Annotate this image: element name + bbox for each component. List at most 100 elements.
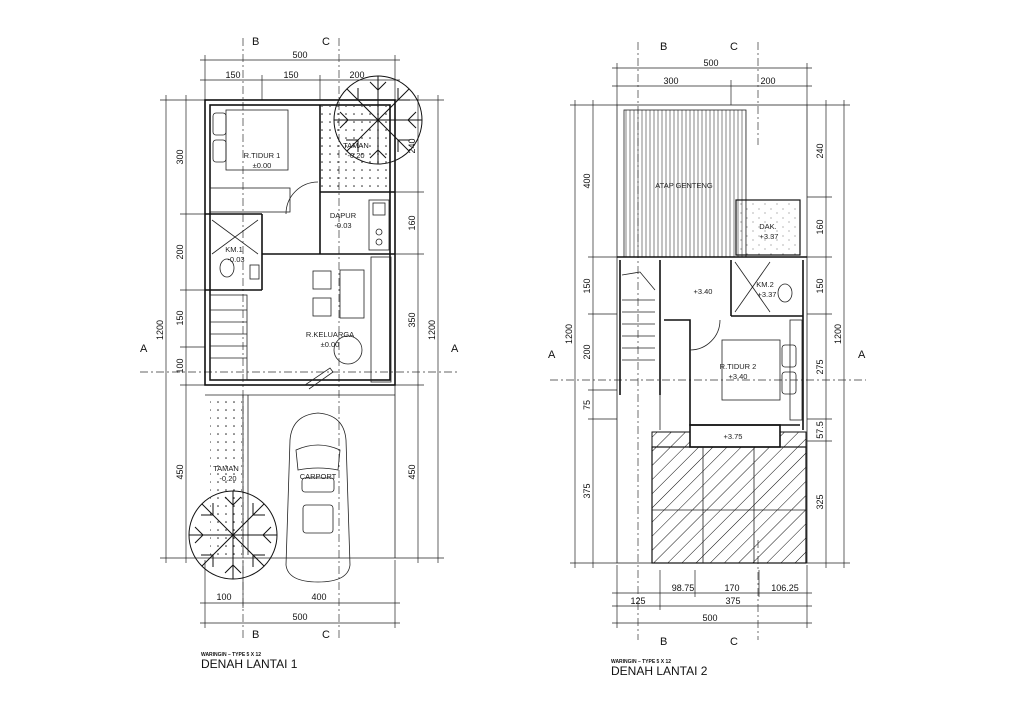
- dim: 200: [175, 244, 185, 259]
- dim: 1200: [833, 324, 843, 344]
- section-mark: A: [858, 349, 866, 361]
- dim: 500: [292, 612, 307, 622]
- dim: 1200: [564, 324, 574, 344]
- dim: 98.75: [672, 583, 695, 593]
- kitchen-counter: [368, 199, 390, 251]
- plan-subtitle: WARINGIN – TYPE 5 X 12: [611, 659, 671, 665]
- dim: 300: [663, 76, 678, 86]
- bed-1: [225, 109, 289, 171]
- dim: 400: [582, 173, 592, 188]
- dim: 100: [216, 592, 231, 602]
- stairs-1: [209, 294, 248, 381]
- dim: 150: [225, 70, 240, 80]
- room-level: +3.75: [724, 432, 743, 441]
- dimension-texts: 500 300 200 98.75 170 106.25 125 375 500…: [564, 58, 843, 623]
- facade-roof: [651, 446, 807, 564]
- room-name: DAK.: [759, 222, 777, 231]
- dim: 500: [702, 613, 717, 623]
- room-level: -0.03: [334, 221, 351, 230]
- dim: 375: [725, 596, 740, 606]
- section-mark: C: [730, 41, 738, 53]
- plan-lantai-1: R.TIDUR 1 ±0.00 TAMAN -0.20 DAPUR -0.03 …: [140, 36, 460, 671]
- section-mark: C: [730, 636, 738, 648]
- section-axes: [140, 38, 460, 640]
- room-level: ±0.00: [321, 340, 340, 349]
- room-labels: ATAP GENTENG DAK. +3.37 +3.40 KM.2 +3.37…: [655, 181, 778, 441]
- plan-subtitle: WARINGIN – TYPE 5 X 12: [201, 652, 261, 658]
- plan-title: DENAH LANTAI 2: [611, 664, 708, 678]
- section-mark: A: [140, 343, 148, 355]
- section-mark: C: [322, 629, 330, 641]
- dim: 150: [175, 310, 185, 325]
- facade-roof: [779, 431, 807, 448]
- room-level: -0.03: [227, 255, 244, 264]
- room-level: +3.40: [694, 287, 713, 296]
- dim: 240: [407, 138, 417, 153]
- table: [333, 335, 363, 365]
- section-marks: B C B C A A: [140, 36, 459, 641]
- dim: 375: [582, 483, 592, 498]
- dim: 160: [815, 219, 825, 234]
- furniture: [209, 109, 392, 390]
- room-level: -0.20: [347, 151, 364, 160]
- dim: 75: [582, 400, 592, 410]
- room-level: +3.37: [760, 232, 779, 241]
- room-name: CARPORT: [300, 472, 337, 481]
- room-name: R.KELUARGA: [306, 330, 354, 339]
- room-name: KM.1: [225, 245, 243, 254]
- dim: 1200: [155, 320, 165, 340]
- room-name: TAMAN: [213, 464, 239, 473]
- dimension-lines: [160, 55, 444, 628]
- dak-slab: [735, 199, 801, 256]
- dim: 1200: [427, 320, 437, 340]
- dim: 240: [815, 143, 825, 158]
- dim: 500: [292, 50, 307, 60]
- dim: 200: [349, 70, 364, 80]
- dim: 325: [815, 494, 825, 509]
- dim: 350: [407, 312, 417, 327]
- dim: 125: [630, 596, 645, 606]
- plan-lantai-2: ATAP GENTENG DAK. +3.37 +3.40 KM.2 +3.37…: [548, 41, 866, 678]
- dim: 106.25: [771, 583, 799, 593]
- dim: 200: [582, 344, 592, 359]
- dim: 150: [582, 278, 592, 293]
- room-level: ±0.00: [253, 161, 272, 170]
- room-name: R.TIDUR 2: [720, 362, 757, 371]
- room-name: DAPUR: [330, 211, 357, 220]
- section-mark: B: [252, 629, 259, 641]
- room-level: +3.37: [758, 290, 777, 299]
- dim: 450: [175, 464, 185, 479]
- section-marks: B C B C A A: [548, 41, 866, 648]
- dim: 160: [407, 215, 417, 230]
- facade-grid: [652, 447, 806, 563]
- dim: 200: [760, 76, 775, 86]
- car-icon: [285, 412, 351, 583]
- wardrobe: [209, 187, 291, 213]
- toilet: [219, 258, 235, 278]
- room-name: R.TIDUR 1: [244, 151, 281, 160]
- dim: 100: [175, 358, 185, 373]
- roof-tiles: [623, 109, 747, 258]
- section-mark: B: [252, 36, 259, 48]
- dim: 57.5: [815, 421, 825, 439]
- section-mark: B: [660, 636, 667, 648]
- tree-icon: [188, 490, 278, 580]
- room-labels: R.TIDUR 1 ±0.00 TAMAN -0.20 DAPUR -0.03 …: [213, 141, 369, 483]
- dimension-texts: 500 150 150 200 100 400 500 1200 300 200…: [155, 50, 437, 622]
- dim: 500: [703, 58, 718, 68]
- room-name: TAMAN: [343, 141, 369, 150]
- dim: 150: [815, 278, 825, 293]
- walls: [204, 99, 396, 559]
- dim: 400: [311, 592, 326, 602]
- section-mark: C: [322, 36, 330, 48]
- toilet: [777, 283, 793, 303]
- sofa: [339, 269, 365, 319]
- dimension-lines: [570, 63, 850, 628]
- dim: 275: [815, 359, 825, 374]
- stairs-2: [621, 271, 656, 361]
- room-name: ATAP GENTENG: [655, 181, 713, 190]
- section-mark: A: [451, 343, 459, 355]
- room-name: KM.2: [756, 280, 774, 289]
- room-level: -0.20: [219, 474, 236, 483]
